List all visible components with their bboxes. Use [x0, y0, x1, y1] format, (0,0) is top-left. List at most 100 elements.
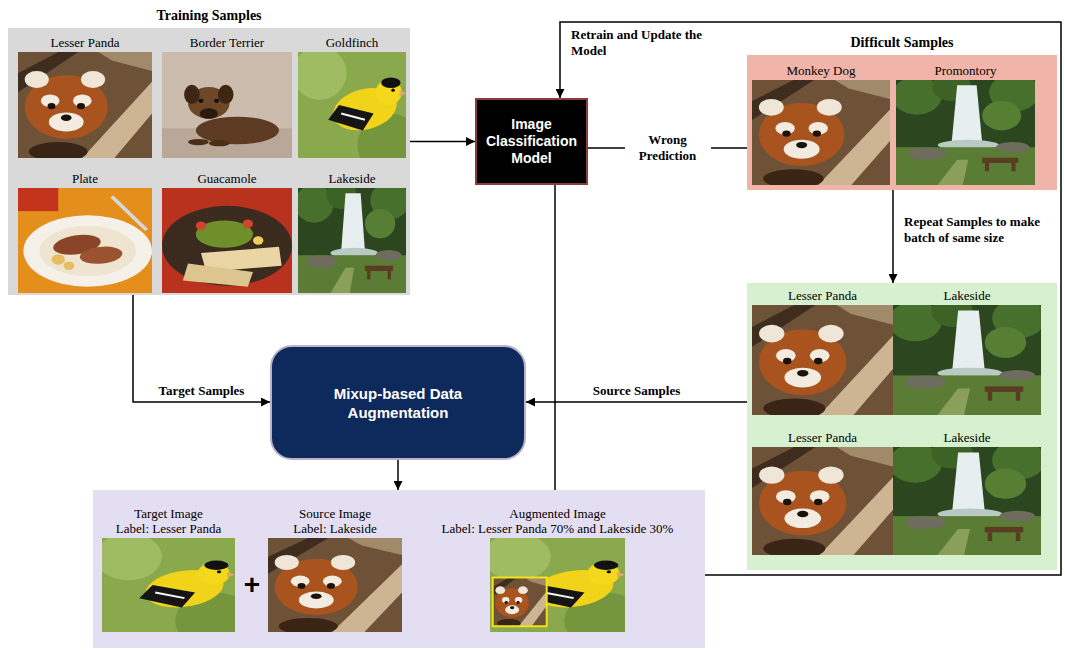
photo-content	[18, 52, 152, 158]
sample-image: Lesser Panda	[752, 305, 893, 415]
caption-group: Lesser Panda	[51, 35, 120, 50]
connector	[526, 401, 747, 403]
difficult-panel: Difficult SamplesMonkey DogPromontory	[747, 55, 1057, 190]
sample-image: Lakeside	[893, 305, 1041, 415]
box-label: Mixup-based Data Augmentation	[308, 384, 488, 422]
image-label: Guacamole	[197, 171, 256, 186]
photo	[298, 52, 406, 158]
photo-content	[896, 80, 1035, 185]
sample-image: Lakeside	[298, 188, 406, 293]
caption-group: Lakeside	[329, 171, 376, 186]
photo	[18, 188, 152, 293]
photo	[893, 305, 1041, 415]
photo	[893, 447, 1041, 555]
image-label: Label: Lesser Panda	[116, 521, 221, 536]
caption-group: Lesser Panda	[788, 430, 857, 445]
image-label: Border Terrier	[190, 35, 264, 50]
caption-group: Border Terrier	[190, 35, 264, 50]
photo-content	[298, 52, 406, 158]
sample-image: Monkey Dog	[752, 80, 890, 185]
connector	[892, 190, 894, 283]
panel-heading: Training Samples	[156, 8, 261, 24]
photo-content	[102, 538, 235, 632]
image-label: Lesser Panda	[51, 35, 120, 50]
connector	[133, 295, 270, 402]
image-label: Source Image	[293, 506, 376, 521]
caption-group: Guacamole	[197, 171, 256, 186]
result-panel: Target ImageLabel: Lesser PandaSource Im…	[93, 490, 705, 648]
photo	[162, 188, 292, 293]
sample-image: Source ImageLabel: Lakeside	[268, 538, 402, 632]
photo	[102, 538, 235, 632]
sample-image: Plate	[18, 188, 152, 293]
sample-image: Guacamole	[162, 188, 292, 293]
sample-image: Promontory	[896, 80, 1035, 185]
edge-label: Retrain and Update the Model	[568, 27, 714, 59]
image-label: Goldfinch	[326, 35, 379, 50]
image-label: Lesser Panda	[788, 430, 857, 445]
photo	[18, 52, 152, 158]
photo	[490, 538, 625, 632]
photo	[298, 188, 406, 293]
photo-content	[752, 80, 890, 185]
photo-content	[752, 305, 893, 415]
edge-label: Wrong Prediction	[625, 132, 711, 164]
caption-group: Source ImageLabel: Lakeside	[293, 506, 376, 536]
image-label: Plate	[72, 171, 98, 186]
sample-image: Lesser Panda	[18, 52, 152, 158]
edge-label: Target Samples	[156, 383, 248, 399]
image-label: Promontory	[934, 63, 996, 78]
connector	[410, 141, 475, 143]
image-label: Augmented Image	[442, 506, 674, 521]
caption-group: Target ImageLabel: Lesser Panda	[116, 506, 221, 536]
caption-group: Monkey Dog	[787, 63, 856, 78]
sample-panel: Training SamplesLesser PandaBorder Terri…	[8, 28, 410, 295]
caption-group: Promontory	[934, 63, 996, 78]
caption-group: Lakeside	[944, 288, 991, 303]
image-label: Lakeside	[944, 430, 991, 445]
photo-content	[893, 447, 1041, 555]
connector	[397, 460, 399, 490]
box-text-group: Mixup-based Data Augmentation	[308, 384, 488, 422]
image-label: Lesser Panda	[788, 288, 857, 303]
photo-content	[893, 305, 1041, 415]
photo-content	[298, 188, 406, 293]
augmentation-box: Mixup-based Data Augmentation	[270, 345, 526, 460]
photo	[752, 305, 893, 415]
caption-group: Lesser Panda	[788, 288, 857, 303]
sample-image: Border Terrier	[162, 52, 292, 158]
photo	[752, 447, 893, 555]
photo	[752, 80, 890, 185]
plus-sign: +	[240, 570, 264, 600]
caption-group: Augmented ImageLabel: Lesser Panda 70% a…	[442, 506, 674, 536]
photo-content	[490, 538, 625, 632]
edge-label: Source Samples	[590, 383, 684, 399]
caption-group: Plate	[72, 171, 98, 186]
photo-content	[752, 447, 893, 555]
image-label: Monkey Dog	[787, 63, 856, 78]
photo-content	[162, 52, 292, 158]
batch-panel: Lesser PandaLakesideLesser PandaLakeside	[747, 283, 1057, 570]
sample-image: Goldfinch	[298, 52, 406, 158]
caption-group: Lakeside	[944, 430, 991, 445]
photo	[268, 538, 402, 632]
sample-image: Target ImageLabel: Lesser Panda	[102, 538, 235, 632]
photo	[896, 80, 1035, 185]
photo-content	[268, 538, 402, 632]
photo-content	[162, 188, 292, 293]
image-label: Target Image	[116, 506, 221, 521]
panel-heading: Difficult Samples	[850, 35, 953, 51]
photo-content	[18, 188, 152, 293]
image-label: Label: Lesser Panda 70% and Lakeside 30%	[442, 521, 674, 536]
model-box: Image Classification Model	[475, 98, 588, 185]
image-label: Lakeside	[944, 288, 991, 303]
sample-image: Lesser Panda	[752, 447, 893, 555]
box-label: Image Classification Model	[483, 116, 580, 167]
feedback-line	[554, 185, 556, 490]
box-text-group: Image Classification Model	[483, 116, 580, 167]
caption-group: Goldfinch	[326, 35, 379, 50]
sample-image: Augmented ImageLabel: Lesser Panda 70% a…	[490, 538, 625, 632]
edge-label: Repeat Samples to make batch of same siz…	[901, 214, 1063, 246]
